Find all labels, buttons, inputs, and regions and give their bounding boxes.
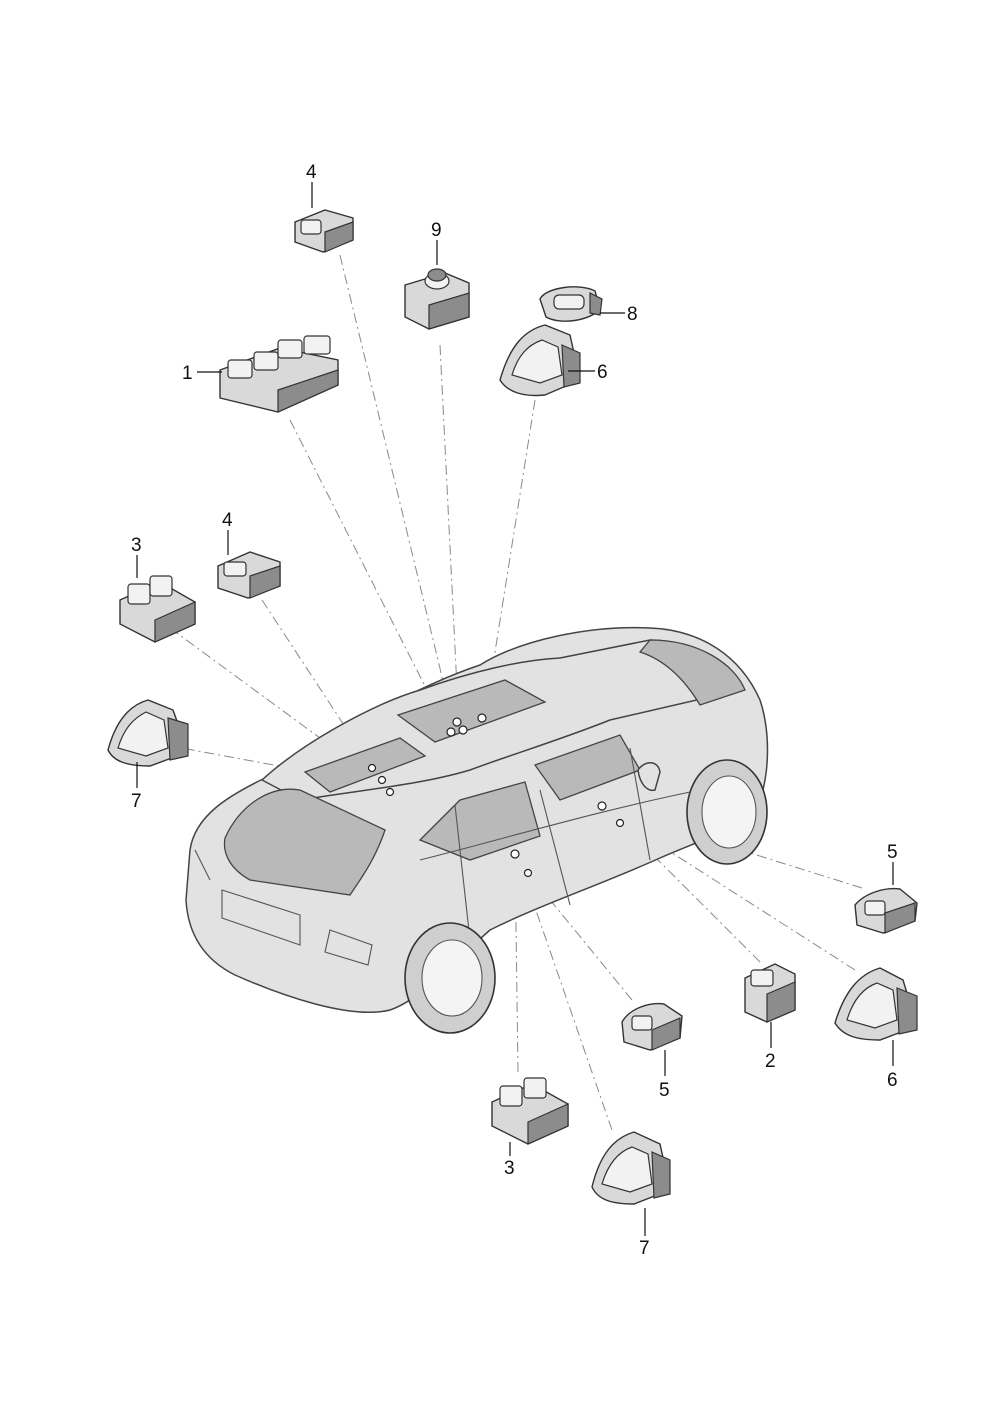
callout-6-right: 6 [887,1070,898,1091]
part-knob-9 [404,268,470,330]
switch-locations [367,713,625,878]
callout-7-bottom: 7 [639,1238,650,1259]
sunroof-front [396,679,547,743]
callout-6-top: 6 [597,362,608,383]
callout-8: 8 [627,304,638,325]
part-switch-8 [539,286,603,322]
part-switch-4-top [294,209,354,253]
sunroof-rear [303,737,427,793]
callout-5-right: 5 [887,842,898,863]
callout-2: 2 [765,1051,776,1072]
callout-labels: 4 9 8 6 1 4 3 7 5 2 6 5 3 7 [131,162,898,1259]
part-switch-block-3-bottom [491,1077,569,1145]
callout-ticks [136,182,894,1236]
part-panel-7-left [107,699,189,767]
part-panel-6-right [834,967,918,1041]
part-switch-5-bottom [621,1002,683,1051]
callout-4-top: 4 [306,162,317,183]
callout-4-mid: 4 [222,510,233,531]
callout-9: 9 [431,220,442,241]
part-panel-6-top [499,324,581,397]
part-switch-4-mid [217,551,281,599]
callout-3-bottom: 3 [504,1158,515,1179]
vehicle-illustration [185,626,769,1034]
callout-7-left: 7 [131,791,142,812]
part-panel-7-bottom [591,1131,671,1205]
part-switch-block-1 [219,335,339,413]
callout-1: 1 [182,363,193,384]
part-switch-2 [744,963,796,1023]
part-switch-block-3-left [119,575,196,643]
callout-3-left: 3 [131,535,142,556]
callout-5-bottom: 5 [659,1080,670,1101]
part-switch-5-right [854,887,918,934]
